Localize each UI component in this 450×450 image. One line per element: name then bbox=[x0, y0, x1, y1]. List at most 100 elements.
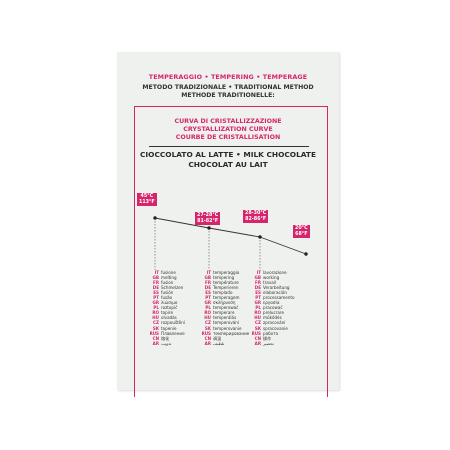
translation-text: fusión bbox=[161, 290, 174, 296]
curve-title: CURVA DI CRISTALLIZZAZIONE CRYSTALLIZATI… bbox=[117, 118, 339, 142]
translation-text: pracować bbox=[263, 305, 283, 311]
crystallization-curve bbox=[153, 216, 308, 270]
language-code: CN bbox=[254, 335, 261, 341]
tempering-heading: TEMPERAGGIO • TEMPERING • TEMPERAGE bbox=[148, 73, 308, 81]
curve-title-line-3: COURBE DE CRISTALLISATION bbox=[175, 134, 281, 141]
translation-text: rozpouštění bbox=[161, 320, 185, 326]
language-code: ES bbox=[153, 290, 159, 296]
method-heading: METODO TRADIZIONALE • TRADITIONAL METHOD… bbox=[117, 84, 339, 100]
translation-text: تحضير bbox=[263, 340, 274, 346]
language-code: PT bbox=[153, 295, 159, 301]
language-code: HU bbox=[254, 315, 261, 321]
language-code: AR bbox=[152, 340, 159, 346]
language-code: RUS bbox=[201, 330, 211, 336]
language-code: IT bbox=[206, 270, 211, 275]
temperature-fahrenheit: 81-82°F bbox=[197, 218, 219, 224]
translation-text: roztopić bbox=[161, 305, 178, 311]
translation-text: تذويب bbox=[161, 340, 172, 346]
language-code: RUS bbox=[149, 330, 159, 336]
translation-text: работа bbox=[263, 330, 279, 336]
curve-title-line-1: CURVA DI CRISTALLIZZAZIONE bbox=[174, 118, 282, 125]
language-code: RUS bbox=[251, 330, 261, 336]
translation-text: olvadás bbox=[161, 315, 177, 321]
language-code: GR bbox=[204, 300, 211, 306]
translation-text: processamento bbox=[263, 295, 295, 301]
chocolate-line-2: CHOCOLAT AU LAIT bbox=[188, 159, 268, 169]
language-code: DE bbox=[152, 285, 159, 291]
language-code: ES bbox=[255, 290, 261, 296]
language-code: PL bbox=[205, 305, 211, 311]
language-code: SK bbox=[152, 325, 159, 331]
language-code: GB bbox=[204, 275, 211, 281]
translation-text: Verarbeitung bbox=[263, 285, 290, 291]
language-code: FR bbox=[255, 280, 261, 286]
language-code: PT bbox=[205, 295, 211, 301]
translation-text: temperovanie bbox=[213, 325, 242, 331]
language-code: RO bbox=[204, 310, 211, 316]
translation-text: temperagem bbox=[213, 295, 240, 301]
language-code: CN bbox=[204, 335, 211, 341]
translation-text: température bbox=[213, 280, 239, 286]
temperature-celsius: 28-30°C bbox=[245, 211, 267, 216]
translation-text: zpracování bbox=[263, 320, 286, 326]
translation-text: темперирование bbox=[213, 330, 250, 336]
instruction-card: TEMPERAGGIO • TEMPERING • TEMPERAGE METO… bbox=[117, 52, 339, 397]
translation-text: travail bbox=[263, 280, 277, 286]
language-code: ES bbox=[205, 290, 211, 296]
translation-text: εργασία bbox=[263, 300, 280, 306]
translation-text: Плавление bbox=[161, 330, 185, 336]
language-code: AR bbox=[204, 340, 211, 346]
language-code: SK bbox=[204, 325, 211, 331]
language-code: CZ bbox=[205, 320, 211, 326]
chocolate-type: CIOCCOLATO AL LATTE • MILK CHOCOLATE CHO… bbox=[117, 150, 339, 169]
translation-text: Temperieren bbox=[213, 285, 239, 291]
temperature-fahrenheit: 113°F bbox=[139, 199, 155, 205]
translation-text: elaboración bbox=[263, 290, 287, 296]
curve-line bbox=[154, 217, 307, 255]
translation-text: temperování bbox=[213, 320, 239, 326]
language-code: SK bbox=[254, 325, 261, 331]
chocolate-line-1: CIOCCOLATO AL LATTE • MILK CHOCOLATE bbox=[139, 150, 317, 159]
language-code: GB bbox=[152, 275, 159, 281]
temperature-fahrenheit: 82-86°F bbox=[245, 216, 267, 222]
translation-text: topire bbox=[161, 310, 173, 316]
translation-text: Schmelzen bbox=[161, 285, 184, 291]
translation-text: temperować bbox=[213, 305, 239, 311]
language-code: DE bbox=[254, 285, 261, 291]
translation-text: melting bbox=[161, 275, 177, 281]
temperature-celsius: 27-28°C bbox=[197, 213, 219, 218]
language-code: PL bbox=[255, 305, 261, 311]
translation-text: tempering bbox=[213, 275, 235, 281]
method-line-2: METHODE TRADITIONELLE: bbox=[181, 92, 275, 99]
language-code: CN bbox=[152, 335, 159, 341]
translation-text: 操作 bbox=[263, 335, 272, 341]
